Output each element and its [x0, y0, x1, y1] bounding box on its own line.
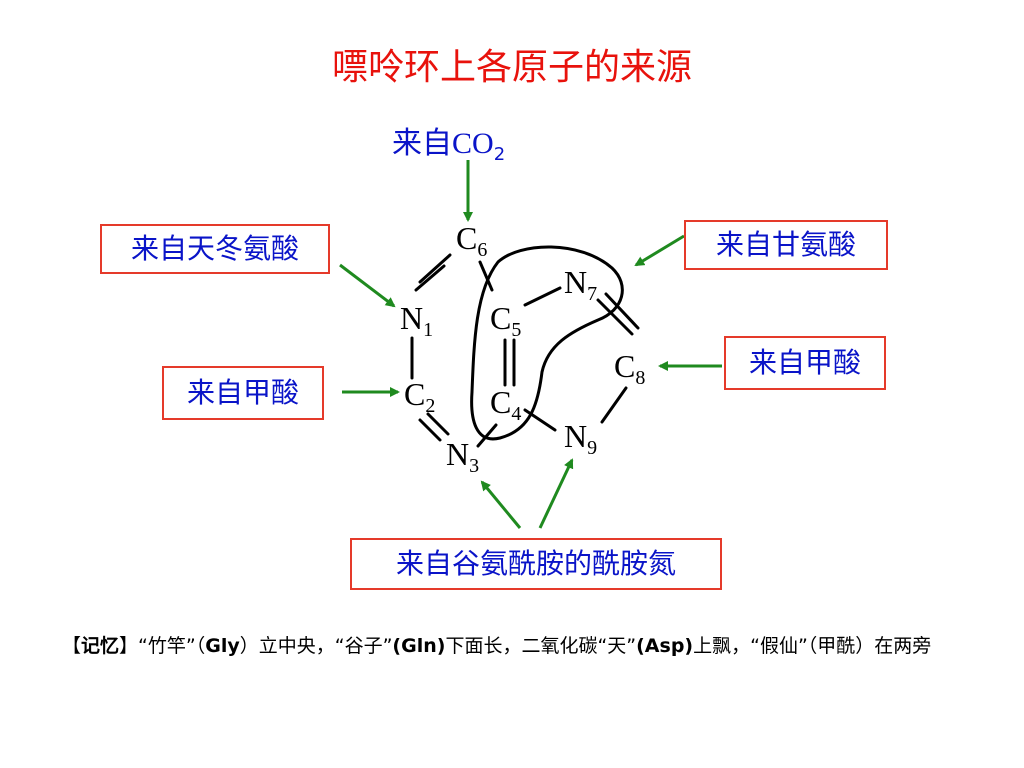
bond-c4-n3: [476, 423, 498, 448]
bond-c4-n9: [523, 408, 557, 432]
atom-c5: C5: [490, 300, 522, 341]
page-title: 嘌呤环上各原子的来源: [331, 47, 692, 88]
note-text-2: ）立中央，“谷子”: [239, 635, 393, 657]
formate-right-label: 来自甲酸: [748, 346, 861, 379]
arrow-aspartate: [339, 263, 396, 308]
aspartate-label-box: 来自天冬氨酸: [100, 224, 330, 274]
bond-n7-c8-double: [604, 292, 640, 330]
atom-c6: C6: [456, 220, 488, 261]
atom-n1: N1: [400, 300, 434, 341]
note-text-4: 上飘，“假仙”（甲酰）在两旁: [693, 635, 932, 657]
note-bracket-close: 】: [119, 635, 139, 657]
co2-label: 来自CO2: [392, 118, 552, 165]
aspartate-label: 来自天冬氨酸: [130, 232, 299, 265]
note-label: 记忆: [81, 635, 120, 657]
arrow-glycine: [634, 234, 685, 267]
atom-n9: N9: [564, 418, 598, 459]
bond-c6-n1-double: [414, 264, 446, 292]
co2-prefix: 来自: [392, 126, 452, 161]
co2-subscript: 2: [493, 144, 506, 165]
bond-c8-n9: [600, 386, 628, 424]
note-bracket-open: 【: [62, 635, 82, 657]
formate-left-label-box: 来自甲酸: [162, 366, 324, 420]
glycine-label-box: 来自甘氨酸: [684, 220, 888, 270]
arrow-glutamine-n9: [538, 458, 574, 529]
mnemonic-note: 【记忆】“竹竿”（Gly）立中央，“谷子”(Gln)下面长，二氧化碳“天”(As…: [62, 630, 972, 662]
atom-n7: N7: [564, 264, 598, 305]
source-arrows: [339, 160, 722, 529]
glycine-outline: [470, 245, 624, 441]
atom-c8: C8: [614, 348, 646, 389]
glycine-label: 来自甘氨酸: [715, 228, 856, 261]
bond-c2-n3: [418, 418, 442, 442]
bond-n7-c8: [596, 298, 634, 336]
bond-c5-n7: [523, 286, 562, 307]
bond-c6-c5: [478, 260, 494, 292]
note-asp: (Asp): [636, 635, 694, 657]
ring-bonds: [410, 253, 640, 448]
atom-c2: C2: [404, 376, 436, 417]
note-text-3: 下面长，二氧化碳“天”: [445, 635, 637, 657]
atom-n3: N3: [446, 436, 480, 477]
formate-left-label: 来自甲酸: [186, 376, 299, 409]
bond-c6-n1: [418, 253, 452, 284]
glutamine-label: 来自谷氨酰胺的酰胺氮: [395, 547, 676, 580]
formate-right-label-box: 来自甲酸: [724, 336, 886, 390]
note-gly: Gly: [205, 635, 240, 657]
bond-c2-n3-double: [426, 412, 450, 436]
glutamine-label-box: 来自谷氨酰胺的酰胺氮: [350, 538, 722, 590]
atom-c4: C4: [490, 384, 522, 425]
arrow-glutamine-n3: [480, 480, 522, 529]
note-gln: (Gln): [392, 635, 446, 657]
co2-formula: CO: [452, 127, 494, 160]
note-text-1: “竹竿”（: [138, 635, 206, 657]
